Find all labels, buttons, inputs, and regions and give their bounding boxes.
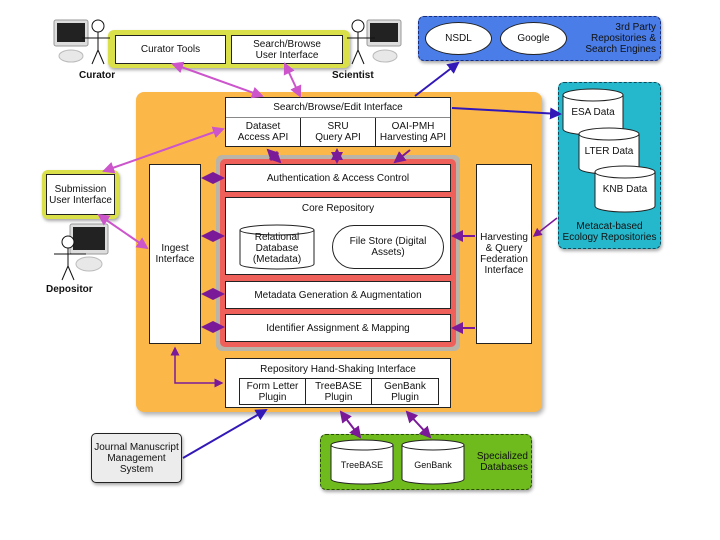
curator-workstation-icon <box>53 19 110 65</box>
arrow-search-to-thirdparty <box>414 61 460 97</box>
database-cylinder-icon <box>330 439 394 485</box>
arrow-dataset-api-to-auth <box>266 148 282 164</box>
identifier-assignment-mapping[interactable]: Identifier Assignment & Mapping <box>225 314 451 342</box>
core-repository-title: Core Repository <box>301 202 375 214</box>
arrow-search-to-esa <box>451 107 562 120</box>
depositor-label: Depositor <box>46 284 93 295</box>
curator-tools[interactable]: Curator Tools <box>115 35 226 64</box>
scientist-workstation-icon <box>347 19 402 65</box>
repository-handshaking-interface[interactable]: Repository Hand-Shaking Interface Form L… <box>225 358 451 408</box>
database-cylinder-icon <box>401 439 465 485</box>
nsdl-node[interactable]: NSDL <box>425 22 492 55</box>
arrow-oai-api-to-auth <box>393 149 411 164</box>
database-cylinder-icon <box>239 224 315 270</box>
metadata-generation-augmentation[interactable]: Metadata Generation & Augmentation <box>225 281 451 309</box>
arrow-submission-to-ingest <box>97 213 149 250</box>
authentication-access-control[interactable]: Authentication & Access Control <box>225 164 451 192</box>
arrow-journal-to-formletter <box>182 408 268 459</box>
database-cylinder-icon <box>578 127 640 175</box>
arrow-treebase-plugin-db <box>339 410 362 439</box>
knb-data-label: KNB Data <box>602 183 648 195</box>
genbank-db[interactable]: GenBank <box>401 439 465 485</box>
treebase-db[interactable]: TreeBASE <box>330 439 394 485</box>
google-node[interactable]: Google <box>500 22 567 55</box>
genbank-db-label: GenBank <box>414 459 452 470</box>
arrow-curator-tools-to-search <box>171 61 264 99</box>
curator-label: Curator <box>79 70 116 81</box>
treebase-db-label: TreeBASE <box>340 459 384 470</box>
arrow-search-ui-to-search <box>283 62 302 98</box>
database-cylinder-icon <box>594 165 656 213</box>
lter-data-db[interactable]: LTER Data <box>578 127 640 175</box>
handshake-title: Repository Hand-Shaking Interface <box>260 363 416 375</box>
esa-data-label: ESA Data <box>571 106 615 118</box>
lter-data-label: LTER Data <box>584 145 634 157</box>
arrow-teal-to-harvest <box>532 217 558 237</box>
arrow-genbank-plugin-db <box>405 410 432 439</box>
arrow-submission-to-search <box>102 126 225 174</box>
search-browse-edit-title: Search/Browse/Edit Interface <box>226 98 450 118</box>
arrow-ingest-handshake <box>170 346 224 388</box>
scientist-label: Scientist <box>332 70 374 81</box>
knb-data-db[interactable]: KNB Data <box>594 165 656 213</box>
